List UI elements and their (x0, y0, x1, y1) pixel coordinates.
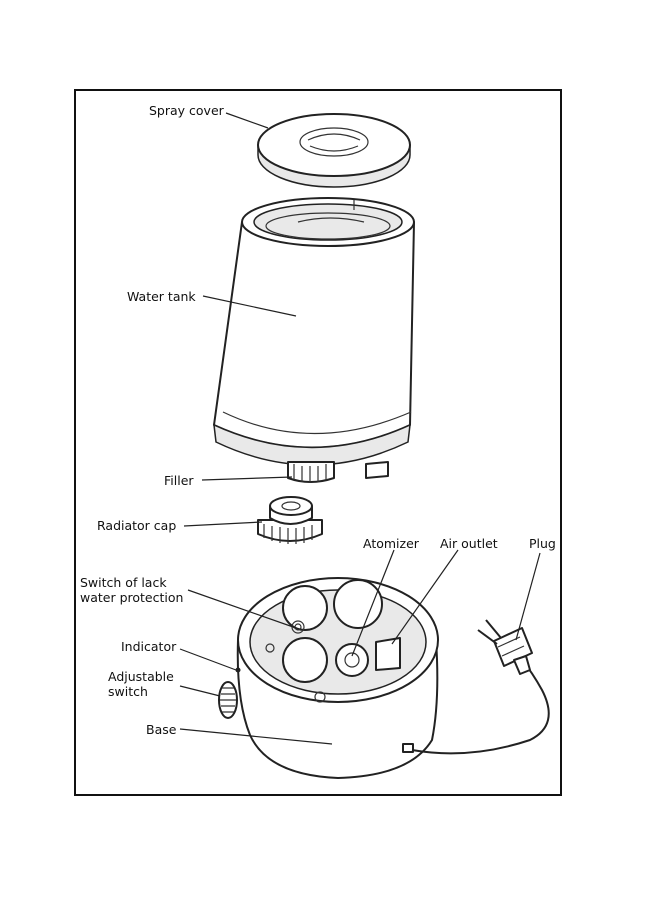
base-part (219, 578, 438, 778)
label-switch-line1: Switch of lack (80, 575, 167, 590)
label-air-outlet: Air outlet (440, 536, 498, 551)
label-switch-line2: water protection (80, 590, 183, 605)
label-atomizer: Atomizer (363, 536, 419, 551)
water-tank-part (214, 198, 414, 465)
label-plug: Plug (529, 536, 556, 551)
label-water-tank: Water tank (127, 289, 196, 304)
label-base: Base (146, 722, 176, 737)
label-radiator-cap: Radiator cap (97, 518, 176, 533)
label-indicator: Indicator (121, 639, 176, 654)
spray-cover-part (258, 114, 410, 187)
label-adjustable-line1: Adjustable (108, 669, 174, 684)
label-filler: Filler (164, 473, 194, 488)
radiator-cap-part (258, 497, 322, 544)
filler-part (288, 462, 388, 483)
label-adjustable-line2: switch (108, 684, 148, 699)
label-spray-cover: Spray cover (149, 103, 224, 118)
